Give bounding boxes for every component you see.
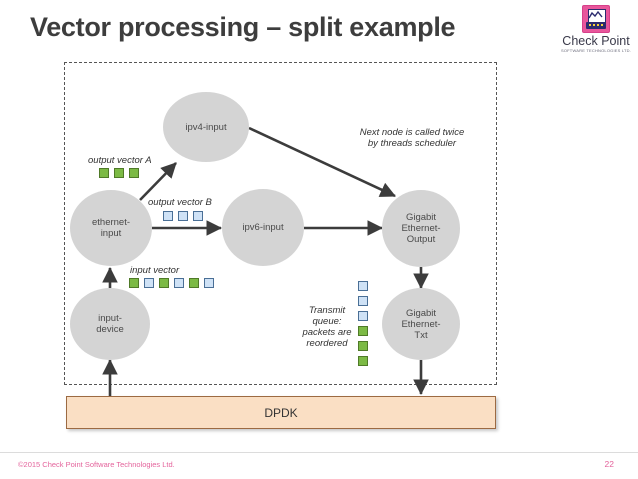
packet-square-green	[358, 341, 368, 351]
dpdk-label: DPDK	[264, 405, 298, 420]
node-gigabit-ethernet-output[interactable]: Gigabit Ethernet- Output	[382, 190, 460, 267]
chart-zigzag-icon	[589, 11, 603, 19]
packet-vector-output-a	[99, 168, 144, 178]
packet-square-blue	[358, 281, 368, 291]
packet-square-blue	[144, 278, 154, 288]
dpdk-layer[interactable]: DPDK	[66, 396, 496, 429]
label-output-vector-a: output vector A	[88, 155, 152, 166]
checkpoint-logo-icon	[582, 5, 610, 33]
node-ethernet-input[interactable]: ethernet- input	[70, 190, 152, 266]
packet-square-green	[159, 278, 169, 288]
node-label: Gigabit Ethernet- Txt	[401, 307, 441, 341]
note-transmit-queue: Transmit queue: packets are reordered	[302, 305, 352, 349]
node-ipv6-input[interactable]: ipv6-input	[222, 189, 304, 266]
packet-square-blue	[358, 311, 368, 321]
footer-divider	[0, 452, 638, 453]
packet-square-blue	[204, 278, 214, 288]
logo-tagline: SOFTWARE TECHNOLOGIES LTD.	[560, 48, 632, 53]
node-label: ipv4-input	[185, 121, 227, 133]
packet-square-green	[358, 356, 368, 366]
copyright-text: ©2015 Check Point Software Technologies …	[18, 460, 175, 469]
packet-square-green	[189, 278, 199, 288]
packet-vector-output-b	[163, 211, 208, 221]
packet-square-blue	[358, 296, 368, 306]
logo-wordmark: Check Point	[562, 34, 630, 48]
packet-square-green	[129, 278, 139, 288]
label-input-vector: input vector	[130, 265, 180, 276]
node-gigabit-ethernet-txt[interactable]: Gigabit Ethernet- Txt	[382, 288, 460, 360]
node-input-device[interactable]: input- device	[70, 288, 150, 360]
packet-vector-input	[129, 278, 219, 288]
packet-square-blue	[174, 278, 184, 288]
packet-square-green	[99, 168, 109, 178]
node-label: ipv6-input	[242, 222, 284, 233]
node-ipv4-input[interactable]: ipv4-input	[163, 92, 249, 162]
checkpoint-logo: Check Point SOFTWARE TECHNOLOGIES LTD.	[556, 5, 636, 53]
packet-square-green	[114, 168, 124, 178]
packet-square-green	[358, 326, 368, 336]
packet-square-blue	[178, 211, 188, 221]
node-label: Gigabit Ethernet- Output	[401, 212, 441, 245]
vector-graph-boundary	[64, 62, 497, 385]
label-output-vector-b: output vector B	[148, 197, 212, 208]
packet-square-blue	[163, 211, 173, 221]
packet-square-green	[129, 168, 139, 178]
page-title: Vector processing – split example	[30, 12, 456, 42]
keyboard-icon	[586, 22, 606, 29]
packet-vector-transmit-queue	[358, 281, 368, 371]
node-label: ethernet- input	[91, 217, 131, 239]
packet-square-blue	[193, 211, 203, 221]
node-label: input- device	[96, 313, 124, 335]
page-number: 22	[604, 459, 614, 469]
note-scheduler: Next node is called twice by threads sch…	[359, 127, 465, 149]
